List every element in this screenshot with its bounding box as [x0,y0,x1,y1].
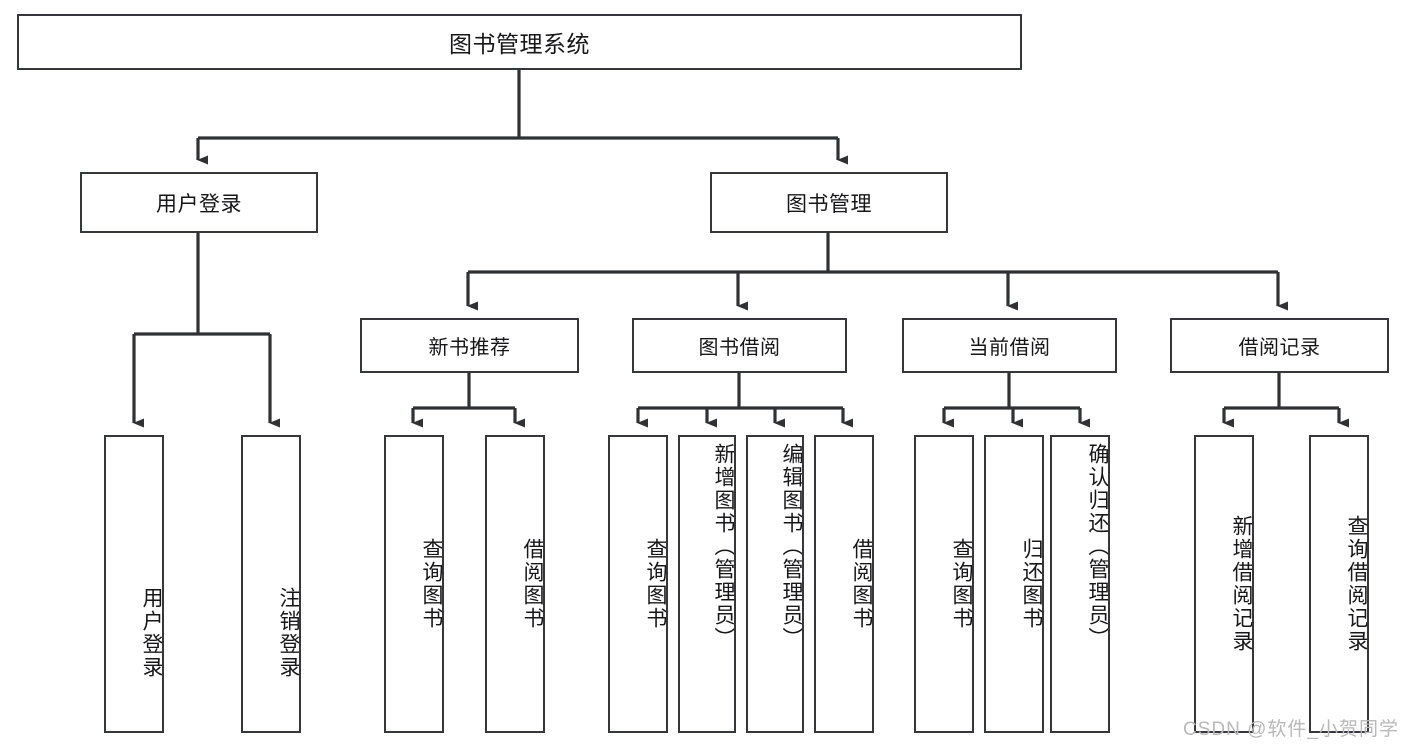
node-current-borrow[interactable]: 当前借阅 [902,318,1117,373]
leaf-label: 注销登录 [277,587,300,679]
leaf-current-return-book[interactable]: 归还图书 [984,435,1044,733]
leaf-record-add-record[interactable]: 新增借阅记录 [1194,435,1254,733]
node-user-login[interactable]: 用户登录 [80,172,318,233]
leaf-label: 查询图书 [950,538,973,630]
leaf-user-login-logout[interactable]: 注销登录 [241,435,301,733]
leaf-borrow-borrow-book[interactable]: 借阅图书 [814,435,874,733]
leaf-label: 查询图书 [644,538,667,630]
leaf-record-query-record[interactable]: 查询借阅记录 [1309,435,1369,733]
leaf-label: 查询借阅记录 [1345,515,1368,653]
leaf-borrow-add-book-admin[interactable]: 新增图书（管理员） [678,435,736,733]
node-root[interactable]: 图书管理系统 [17,14,1022,70]
leaf-label: 借阅图书 [850,538,873,630]
leaf-borrow-edit-book-admin[interactable]: 编辑图书（管理员） [746,435,804,733]
node-root-label: 图书管理系统 [449,31,590,57]
leaf-label: 查询图书 [420,538,443,630]
node-borrow-record-label: 借阅记录 [1238,337,1321,359]
leaf-borrow-query-book[interactable]: 查询图书 [608,435,668,733]
node-new-book-recommend[interactable]: 新书推荐 [360,318,579,373]
leaf-recommend-query-book[interactable]: 查询图书 [384,435,444,733]
leaf-label: 归还图书 [1020,538,1043,630]
leaf-label: 编辑图书（管理员） [780,443,803,650]
node-current-borrow-label: 当前借阅 [968,337,1051,359]
leaf-recommend-borrow-book[interactable]: 借阅图书 [485,435,545,733]
node-book-management-label: 图书管理 [786,192,872,216]
leaf-label: 用户登录 [140,587,163,679]
leaf-current-query-book[interactable]: 查询图书 [914,435,974,733]
leaf-label: 确认归还（管理员） [1086,443,1109,650]
leaf-label: 借阅图书 [521,538,544,630]
leaf-current-confirm-return-admin[interactable]: 确认归还（管理员） [1050,435,1110,733]
node-book-management[interactable]: 图书管理 [710,172,948,233]
node-user-login-label: 用户登录 [156,192,242,216]
leaf-user-login-login[interactable]: 用户登录 [104,435,164,733]
node-book-borrow[interactable]: 图书借阅 [632,318,847,373]
node-new-book-recommend-label: 新书推荐 [428,337,511,359]
node-book-borrow-label: 图书借阅 [698,337,781,359]
leaf-label: 新增图书（管理员） [712,443,735,650]
node-borrow-record[interactable]: 借阅记录 [1170,318,1389,373]
leaf-label: 新增借阅记录 [1230,515,1253,653]
